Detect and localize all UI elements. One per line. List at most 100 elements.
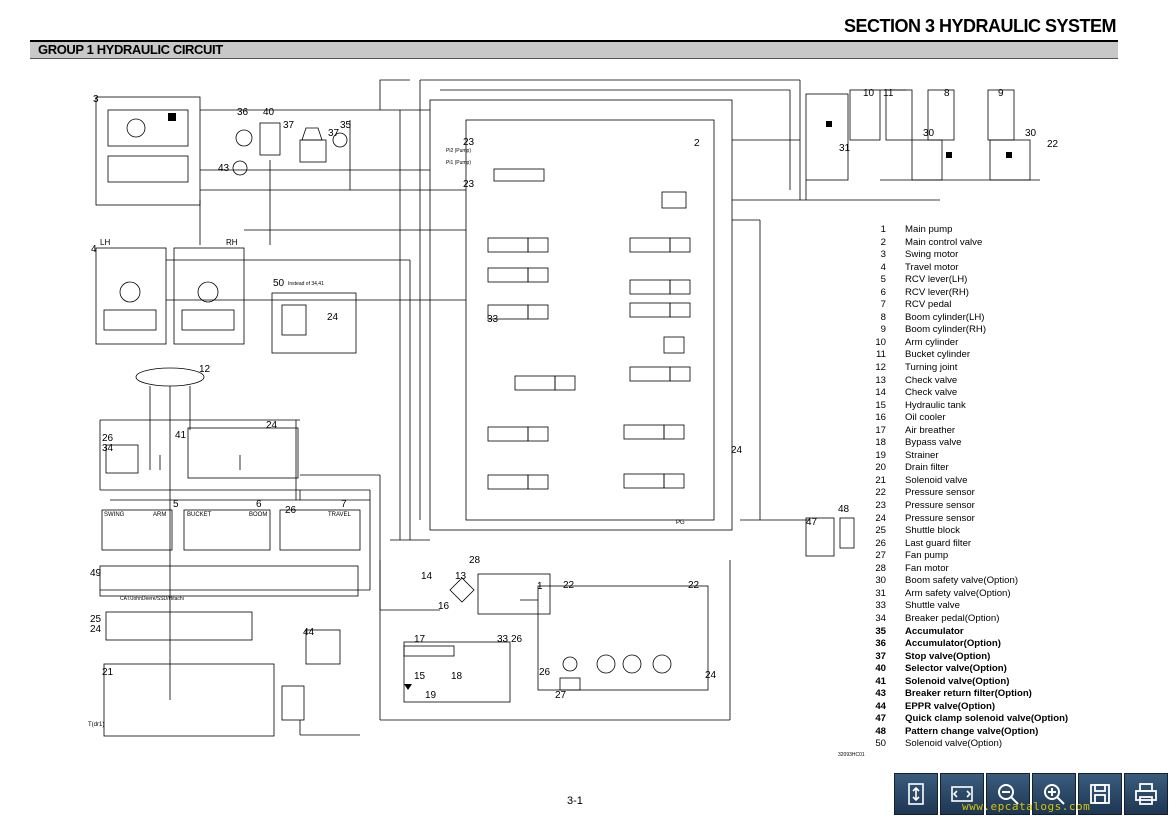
travel-motor-rh (173, 247, 245, 345)
legend-item-number: 4 (880, 261, 886, 273)
save-button[interactable] (1078, 773, 1122, 815)
ref-12: 12 (199, 364, 211, 375)
ref-50: 50 (273, 278, 285, 289)
legend-item-text: Check valve (905, 374, 958, 386)
legend-item: 28 Fan motor (868, 563, 1068, 576)
ref-24e: 24 (705, 670, 717, 681)
ref-swing: SWING (104, 512, 125, 518)
fit-page-button[interactable] (894, 773, 938, 815)
ref-22b: 22 (563, 580, 575, 591)
ref-26a: 26 (102, 433, 114, 444)
legend-item-number: 16 (875, 412, 886, 424)
legend-item-number: 5 (880, 274, 886, 286)
legend-item-text: Boom safety valve(Option) (905, 575, 1019, 587)
legend-item-number: 9 (880, 324, 886, 336)
legend-item-text: Shuttle block (905, 525, 960, 537)
ref-23b: 23 (463, 179, 475, 190)
ref-6: 6 (256, 499, 262, 510)
legend-item-number: 30 (875, 575, 886, 587)
legend-item-number: 27 (875, 550, 886, 562)
ref-36: 36 (237, 107, 249, 118)
ref-33: 33 (487, 314, 499, 325)
ref-cat-label: CAT/JohnDeere/SSD/Hitachi (120, 596, 184, 602)
legend-item-text: Fan pump (905, 550, 949, 562)
legend-item-text: Hydraulic tank (905, 399, 966, 411)
ref-15: 15 (414, 671, 426, 682)
ref-arm: ARM (153, 512, 167, 518)
ref-21: 21 (102, 667, 114, 678)
print-icon (1135, 783, 1157, 805)
group-title-bar: GROUP 1 HYDRAULIC CIRCUIT (30, 42, 1118, 59)
save-icon (1090, 784, 1110, 804)
ref-31: 31 (839, 143, 851, 154)
legend-item-text: Shuttle valve (905, 600, 960, 612)
legend-item-text: Arm safety valve(Option) (905, 587, 1011, 599)
ref-43: 43 (218, 163, 230, 174)
legend-item-number: 28 (875, 562, 886, 574)
ref-pi1-pump: Pi1 (Pump) (446, 160, 472, 166)
legend-item-text: Check valve (905, 387, 958, 399)
solenoid-valve-21 (103, 663, 275, 737)
ref-22c: 22 (688, 580, 700, 591)
eppr-valve (305, 629, 341, 665)
shuttle-block (105, 611, 253, 641)
ref-1: 1 (537, 581, 543, 592)
legend-item-number: 50 (875, 738, 886, 750)
ref-33b: 33 (497, 634, 509, 645)
legend-item-text: Last guard filter (905, 537, 972, 549)
legend-item-number: 13 (875, 374, 886, 386)
zoom-in-button[interactable] (1032, 773, 1076, 815)
legend-item-text: Breaker return filter(Option) (905, 688, 1032, 700)
ref-9: 9 (998, 88, 1004, 99)
legend-item-text: Fan motor (905, 562, 949, 574)
legend-item: 26 Last guard filter (868, 538, 1068, 551)
ref-40: 40 (263, 107, 275, 118)
legend-item-text: Drain filter (905, 462, 949, 474)
ref-19: 19 (425, 690, 437, 701)
legend-item-number: 12 (875, 362, 886, 374)
zoom-out-button[interactable] (986, 773, 1030, 815)
legend-item-number: 48 (875, 725, 886, 737)
legend-item-number: 21 (875, 474, 886, 486)
rcv-pedal (279, 509, 361, 551)
ref-5: 5 (173, 499, 179, 510)
ref-41: 41 (175, 430, 187, 441)
legend-item-number: 26 (875, 537, 886, 549)
print-button[interactable] (1124, 773, 1168, 815)
fit-page-icon (908, 783, 924, 805)
zoom-out-icon (998, 784, 1019, 805)
legend-item-number: 33 (875, 600, 886, 612)
viewer-toolbar (894, 773, 1168, 815)
oil-cooler (449, 577, 475, 603)
arm-cylinder (849, 89, 881, 141)
fit-width-button[interactable] (940, 773, 984, 815)
ref-4: 4 (91, 244, 97, 255)
section-title: SECTION 3 HYDRAULIC SYSTEM (843, 16, 1117, 36)
legend-item-number: 1 (880, 224, 886, 235)
legend-item-text: Stop valve(Option) (905, 650, 991, 662)
ref-rh: RH (226, 238, 238, 247)
legend-item-number: 10 (875, 336, 886, 348)
ref-3: 3 (93, 94, 99, 105)
legend-item-text: Oil cooler (905, 412, 946, 424)
main-control-valve-outline (429, 99, 733, 531)
legend-item-text: Bypass valve (905, 437, 962, 449)
legend-item-number: 23 (875, 500, 886, 512)
legend-item: 13 Check valve (868, 375, 1068, 388)
